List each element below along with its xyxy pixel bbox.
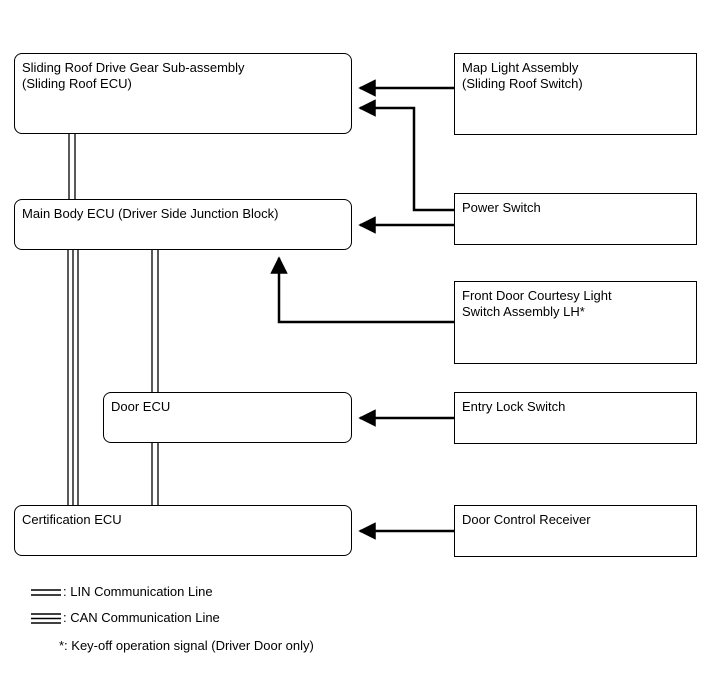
can-legend-symbol bbox=[31, 613, 61, 624]
certification-ecu-label: Certification ECU bbox=[22, 512, 122, 528]
lin-line-door-certification bbox=[151, 443, 159, 505]
entry-lock-box: Entry Lock Switch bbox=[454, 392, 697, 444]
power-switch-box: Power Switch bbox=[454, 193, 697, 245]
can-legend-text: : CAN Communication Line bbox=[63, 610, 220, 625]
front-door-courtesy-box: Front Door Courtesy Light Switch Assembl… bbox=[454, 281, 697, 364]
sliding-roof-ecu-line1: Sliding Roof Drive Gear Sub-assembly bbox=[22, 60, 245, 75]
door-control-receiver-box: Door Control Receiver bbox=[454, 505, 697, 557]
door-ecu-label: Door ECU bbox=[111, 399, 170, 415]
front-door-courtesy-line2: Switch Assembly LH* bbox=[462, 304, 585, 319]
door-control-receiver-label: Door Control Receiver bbox=[462, 512, 591, 528]
certification-ecu-box: Certification ECU bbox=[14, 505, 352, 556]
sliding-roof-ecu-label: Sliding Roof Drive Gear Sub-assembly (Sl… bbox=[22, 60, 245, 92]
key-off-note: *: Key-off operation signal (Driver Door… bbox=[59, 638, 314, 653]
lin-line-mainbody-door bbox=[151, 250, 159, 392]
lin-line-roof-mainbody bbox=[68, 134, 76, 199]
door-ecu-box: Door ECU bbox=[103, 392, 352, 443]
arrow-power-switch-to-roof-ecu bbox=[358, 99, 454, 212]
door-control-receiver-line1: Door Control Receiver bbox=[462, 512, 591, 527]
front-door-courtesy-line1: Front Door Courtesy Light bbox=[462, 288, 612, 303]
lin-legend-text: : LIN Communication Line bbox=[63, 584, 213, 599]
map-light-box: Map Light Assembly (Sliding Roof Switch) bbox=[454, 53, 697, 135]
map-light-label: Map Light Assembly (Sliding Roof Switch) bbox=[462, 60, 583, 92]
arrow-courtesy-to-main-body bbox=[270, 256, 454, 324]
can-line-mainbody-certification bbox=[67, 250, 79, 505]
power-switch-line1: Power Switch bbox=[462, 200, 541, 215]
main-body-ecu-line1: Main Body ECU (Driver Side Junction Bloc… bbox=[22, 206, 279, 221]
front-door-courtesy-label: Front Door Courtesy Light Switch Assembl… bbox=[462, 288, 612, 320]
sliding-roof-ecu-box: Sliding Roof Drive Gear Sub-assembly (Sl… bbox=[14, 53, 352, 134]
power-switch-label: Power Switch bbox=[462, 200, 541, 216]
main-body-ecu-box: Main Body ECU (Driver Side Junction Bloc… bbox=[14, 199, 352, 250]
sliding-roof-ecu-line2: (Sliding Roof ECU) bbox=[22, 76, 132, 91]
entry-lock-line1: Entry Lock Switch bbox=[462, 399, 566, 414]
map-light-line2: (Sliding Roof Switch) bbox=[462, 76, 583, 91]
main-body-ecu-label: Main Body ECU (Driver Side Junction Bloc… bbox=[22, 206, 278, 222]
map-light-line1: Map Light Assembly bbox=[462, 60, 579, 75]
certification-ecu-line1: Certification ECU bbox=[22, 512, 122, 527]
door-ecu-line1: Door ECU bbox=[111, 399, 171, 414]
entry-lock-label: Entry Lock Switch bbox=[462, 399, 565, 415]
lin-legend-symbol bbox=[31, 589, 61, 596]
